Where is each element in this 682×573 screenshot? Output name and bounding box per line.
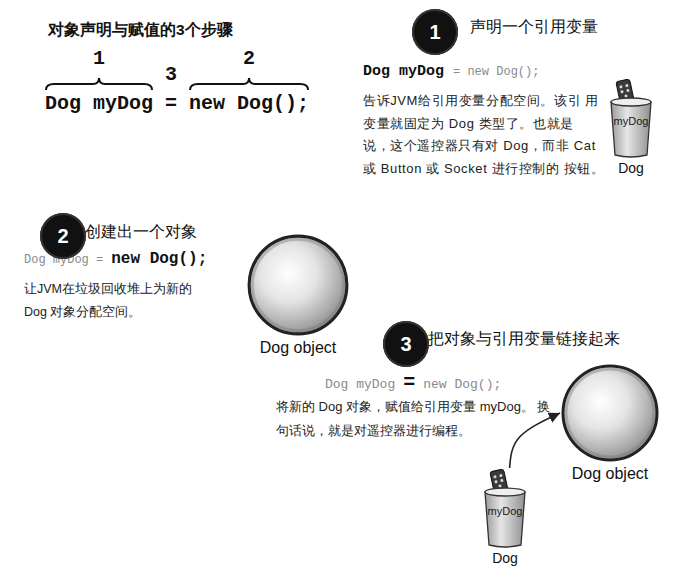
code-fragment: new Dog(); [111, 250, 207, 268]
step-number: 3 [383, 321, 429, 367]
label-box: 将新的 Dog 对象，赋值给引用变量 myDog。 换句话说，就是对遥控器进行编… [276, 395, 554, 443]
code-fragment: Dog myDog [325, 377, 395, 392]
object-sphere: Dog object [560, 363, 660, 463]
step-badge: 2 [40, 213, 86, 259]
curly-brace [46, 78, 152, 90]
label-box: 声明一个引用变量 [470, 17, 598, 38]
code-line: Dog myDog = new Dog(); [363, 63, 539, 80]
curly-brace [190, 78, 308, 90]
code-fragment: new Dog(); [423, 377, 501, 392]
label-box: 告诉JVM给引用变量分配空间。该引 用变量就固定为 Dog 类型了。也就是 说，… [363, 90, 605, 180]
callout-number: 1 [93, 47, 105, 70]
object-label: Dog object [260, 339, 337, 357]
variable-name: myDog [614, 115, 649, 127]
type-label: Dog [618, 160, 644, 176]
code-line: Dog myDog = new Dog(); [45, 92, 309, 115]
label-box: 把对象与引用变量链接起来 [428, 329, 620, 350]
object-label: Dog object [572, 465, 649, 483]
code-fragment: Dog myDog [363, 63, 444, 80]
step-badge: 1 [412, 9, 458, 55]
code-line: Dog myDog = new Dog(); [325, 371, 501, 394]
code-fragment: = [165, 92, 177, 115]
label-box: 1 [93, 47, 105, 70]
step-badge: 3 [383, 321, 429, 367]
sphere-shape [560, 363, 660, 463]
variable-name: myDog [488, 505, 523, 517]
object-sphere: Dog object [246, 233, 350, 337]
step-description: 将新的 Dog 对象，赋值给引用变量 myDog。 换句话说，就是对遥控器进行编… [276, 395, 554, 443]
reference-cup: myDogDog [608, 78, 654, 158]
type-label: Dog [492, 550, 518, 566]
assignment-arrow [510, 413, 560, 468]
step-number: 2 [40, 213, 86, 259]
step-description: 告诉JVM给引用变量分配空间。该引 用变量就固定为 Dog 类型了。也就是 说，… [363, 90, 605, 180]
diagram-title: 对象声明与赋值的3个步骤 [48, 20, 233, 41]
label-box: 让JVM在垃圾回收堆上为新的 Dog 对象分配空间。 [24, 278, 206, 324]
step-description: 让JVM在垃圾回收堆上为新的 Dog 对象分配空间。 [24, 278, 206, 324]
label-box: 2 [243, 47, 255, 70]
code-fragment: = new Dog(); [453, 65, 539, 79]
sphere-shape [246, 233, 350, 337]
step-number: 1 [412, 9, 458, 55]
code-fragment: new Dog(); [189, 92, 309, 115]
callout-number: 3 [165, 63, 177, 86]
label-box: 3 [165, 63, 177, 86]
callout-number: 2 [243, 47, 255, 70]
step-heading: 声明一个引用变量 [470, 17, 598, 38]
step-heading: 创建出一个对象 [85, 222, 197, 243]
reference-cup: myDogDog [482, 468, 528, 548]
code-fragment: = [403, 371, 415, 394]
step-heading: 把对象与引用变量链接起来 [428, 329, 620, 350]
label-box: 创建出一个对象 [85, 222, 197, 243]
code-fragment: Dog myDog [45, 92, 153, 115]
